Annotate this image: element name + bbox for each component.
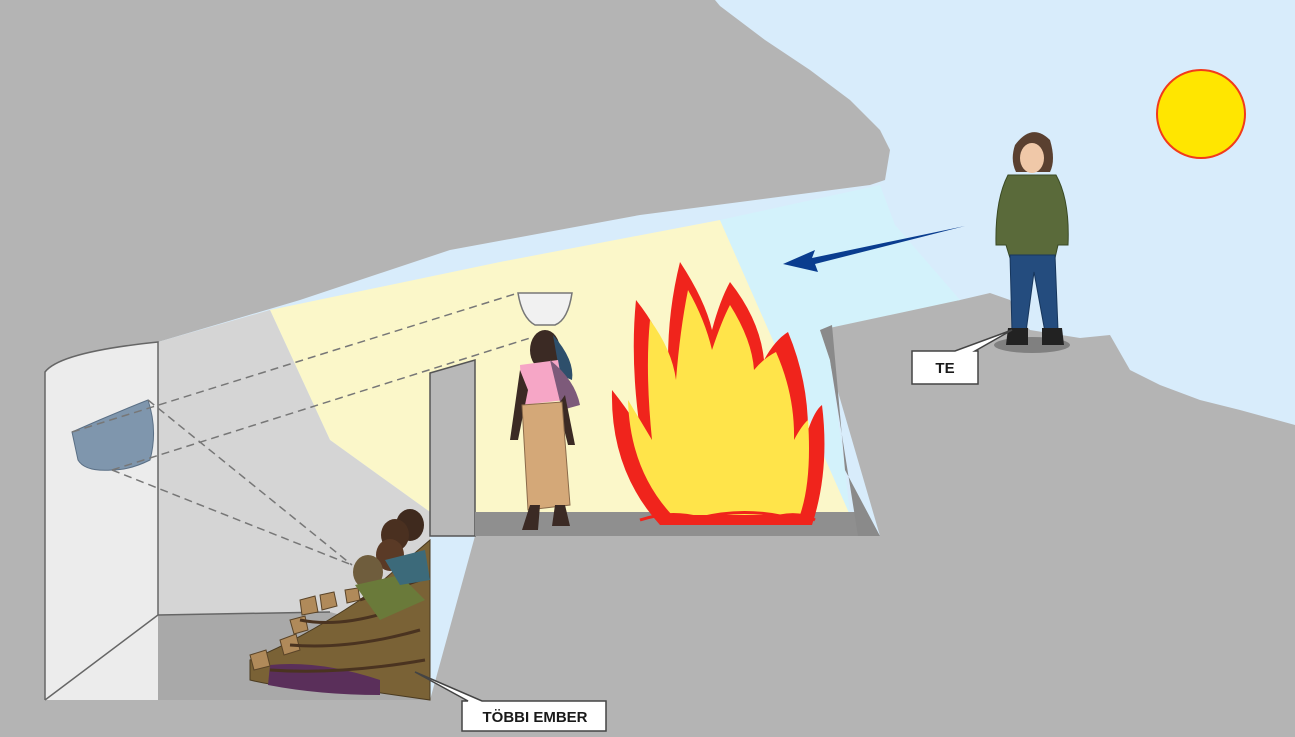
label-you-text: TE xyxy=(935,360,954,377)
cave-back-wall xyxy=(45,342,158,700)
sun-icon xyxy=(1157,70,1245,158)
label-others-text: TÖBBI EMBER xyxy=(483,709,588,726)
divider-wall xyxy=(430,360,475,536)
